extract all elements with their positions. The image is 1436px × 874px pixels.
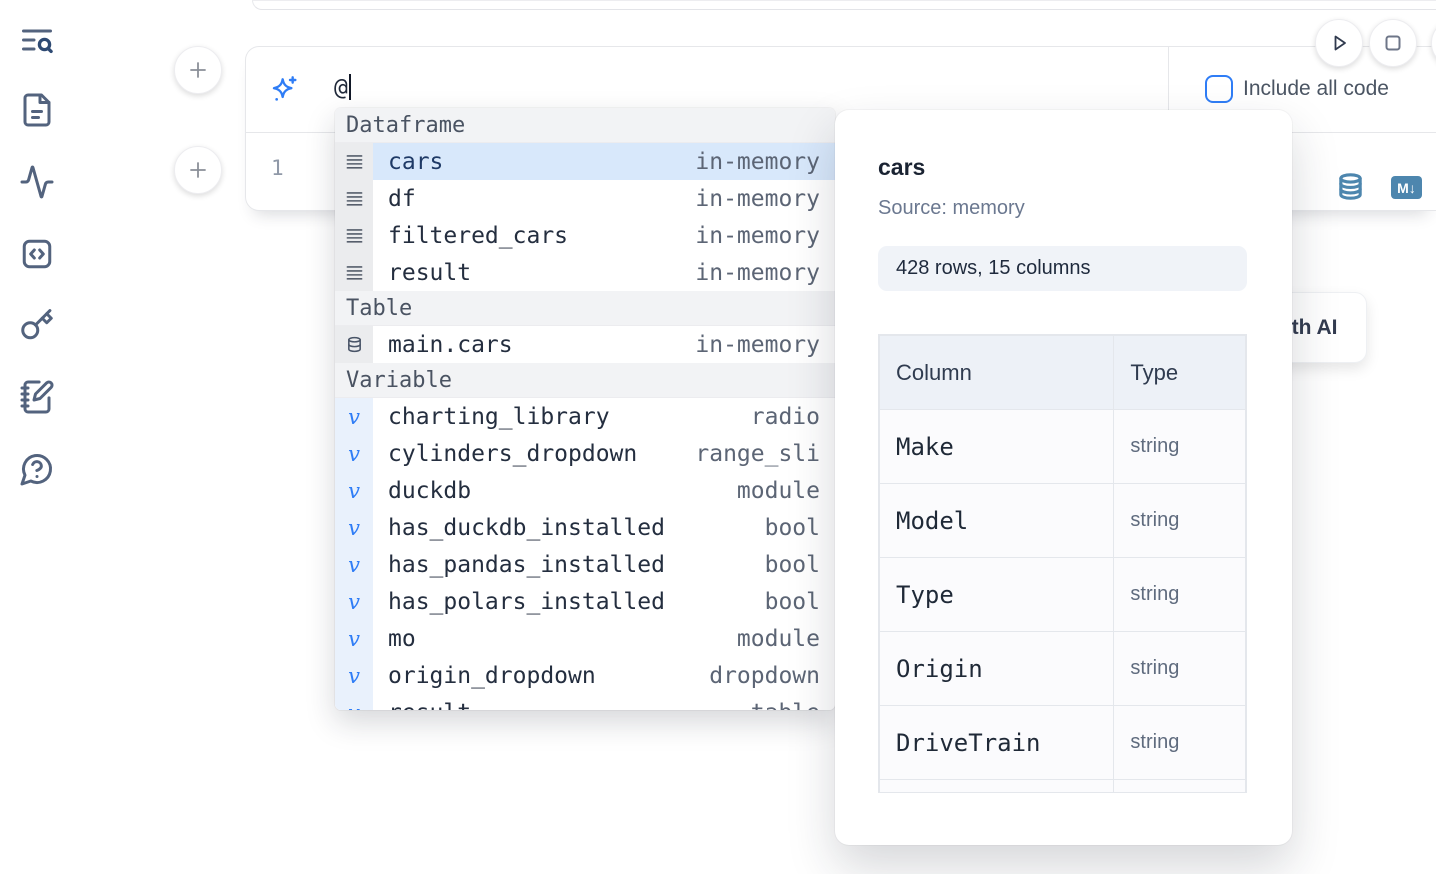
schema-row: Type string [879,557,1246,632]
database-icon [335,326,373,363]
stop-icon [1385,35,1401,51]
dataframe-icon [335,254,373,291]
ai-prompt-input[interactable]: @ [334,74,351,101]
schema-row: DriveTrain string [879,705,1246,780]
include-all-code-label: Include all code [1243,77,1389,100]
variable-icon: v [335,620,373,657]
schema-header-type: Type [1113,335,1246,410]
list-search-icon[interactable] [19,22,55,58]
sparkles-icon [268,74,300,106]
stop-button[interactable] [1369,19,1417,67]
variable-icon: v [335,583,373,620]
dataframe-icon [335,143,373,180]
line-number: 1 [271,156,284,180]
autocomplete-item-cars[interactable]: cars in-memory [335,143,835,180]
dataframe-preview-panel: cars Source: memory 428 rows, 15 columns… [835,110,1292,845]
variable-icon: v [335,694,373,710]
section-header-dataframe: Dataframe [335,108,835,143]
add-cell-above-button[interactable] [174,46,222,94]
text-caret [348,74,351,100]
previous-cell-bottom-edge [252,0,1436,10]
dataframe-icon [335,217,373,254]
schema-row: Model string [879,483,1246,558]
preview-shape-badge: 428 rows, 15 columns [878,246,1247,291]
database-icon[interactable] [1336,171,1365,207]
activity-icon[interactable] [19,164,55,200]
notebook-pen-icon[interactable] [19,379,55,415]
autocomplete-item-clipped[interactable]: v resulttable [335,694,835,710]
section-header-table: Table [335,291,835,326]
schema-header-column: Column [879,335,1115,410]
variable-icon: v [335,435,373,472]
dataframe-icon [335,180,373,217]
help-chat-icon[interactable] [19,451,55,487]
variable-icon: v [335,398,373,435]
schema-row: Origin string [879,631,1246,706]
section-header-variable: Variable [335,363,835,398]
prompt-value: @ [334,75,348,101]
item-name: cars [388,148,444,175]
schema-row-clipped [879,779,1246,792]
include-all-code-checkbox[interactable] [1205,75,1233,103]
markdown-export-icon[interactable]: M↓ [1391,176,1422,199]
variable-icon: v [335,657,373,694]
variable-icon: v [335,509,373,546]
preview-schema-table: Column Type Make string Model string Typ… [878,334,1247,793]
preview-source: Source: memory [878,197,1025,219]
variable-icon: v [335,546,373,583]
preview-title: cars [878,154,926,180]
play-icon [1334,35,1346,51]
item-type: in-memory [695,148,820,175]
add-cell-below-button[interactable] [174,146,222,194]
run-cell-button[interactable] [1315,19,1363,67]
schema-row: Make string [879,409,1246,484]
file-text-icon[interactable] [19,92,55,128]
code-square-icon[interactable] [19,236,55,272]
prompt-checkbox-divider [1168,47,1169,132]
variable-icon: v [335,472,373,509]
key-icon[interactable] [19,307,55,343]
